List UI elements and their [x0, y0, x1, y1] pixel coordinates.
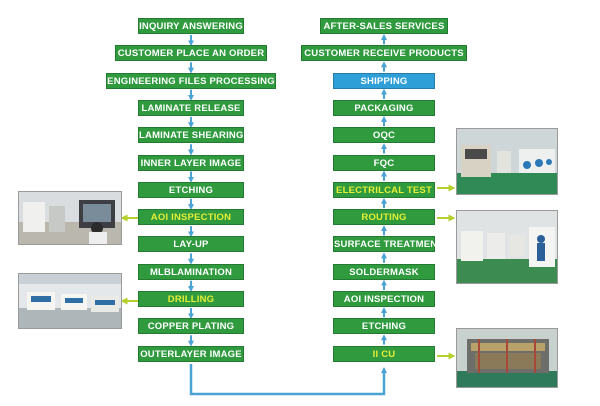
left-flow-step: AOI INSPECTION [138, 209, 244, 226]
left-flow-step: COPPER PLATING [138, 318, 244, 335]
left-flow-step: ENGINEERING FILES PROCESSING [106, 72, 276, 89]
routing-photo [456, 210, 558, 284]
left-flow-step: MLBLAMINATION [138, 263, 244, 280]
right-flow-step: SURFACE TREATMENT [333, 236, 443, 253]
left-flow-step: INNER LAYER IMAGE [138, 154, 244, 171]
right-flow-step: ELECTRILCAL TEST [333, 181, 435, 198]
right-flow-step: SOLDERMASK [333, 263, 435, 280]
left-flow-step: INQUIRY ANSWERING [138, 18, 244, 34]
right-flow-step: PACKAGING [333, 99, 435, 116]
ii-cu-photo [456, 328, 558, 388]
electrical-test-photo [456, 128, 558, 195]
right-flow-step: CUSTOMER RECEIVE PRODUCTS [301, 45, 467, 62]
aoi-inspection-photo [18, 191, 122, 245]
left-flow-step: LAMINATE SHEARING [138, 127, 244, 144]
drilling-photo [18, 273, 122, 329]
right-flow-step: FQC [333, 154, 435, 171]
right-flow-step: II CU [333, 345, 435, 362]
right-flow-step: AFTER-SALES SERVICES [320, 18, 448, 34]
flow-arrows [188, 34, 387, 347]
left-flow-step: ETCHING [138, 181, 244, 198]
right-flow-step: SHIPPING [333, 72, 435, 89]
left-flow-step: LAY-UP [138, 236, 244, 253]
right-flow-step: ETCHING [333, 318, 435, 335]
right-flow-step: AOI INSPECTION [333, 291, 435, 307]
left-flow-step: CUSTOMER PLACE AN ORDER [115, 45, 267, 62]
right-flow-step: ROUTING [333, 209, 435, 226]
column-connector-arrow [189, 364, 387, 396]
left-flow-step: OUTERLAYER IMAGE [138, 345, 244, 362]
left-flow-step: DRILLING [138, 291, 244, 307]
right-flow-step: OQC [333, 127, 435, 144]
left-flow-step: LAMINATE RELEASE [138, 99, 244, 116]
